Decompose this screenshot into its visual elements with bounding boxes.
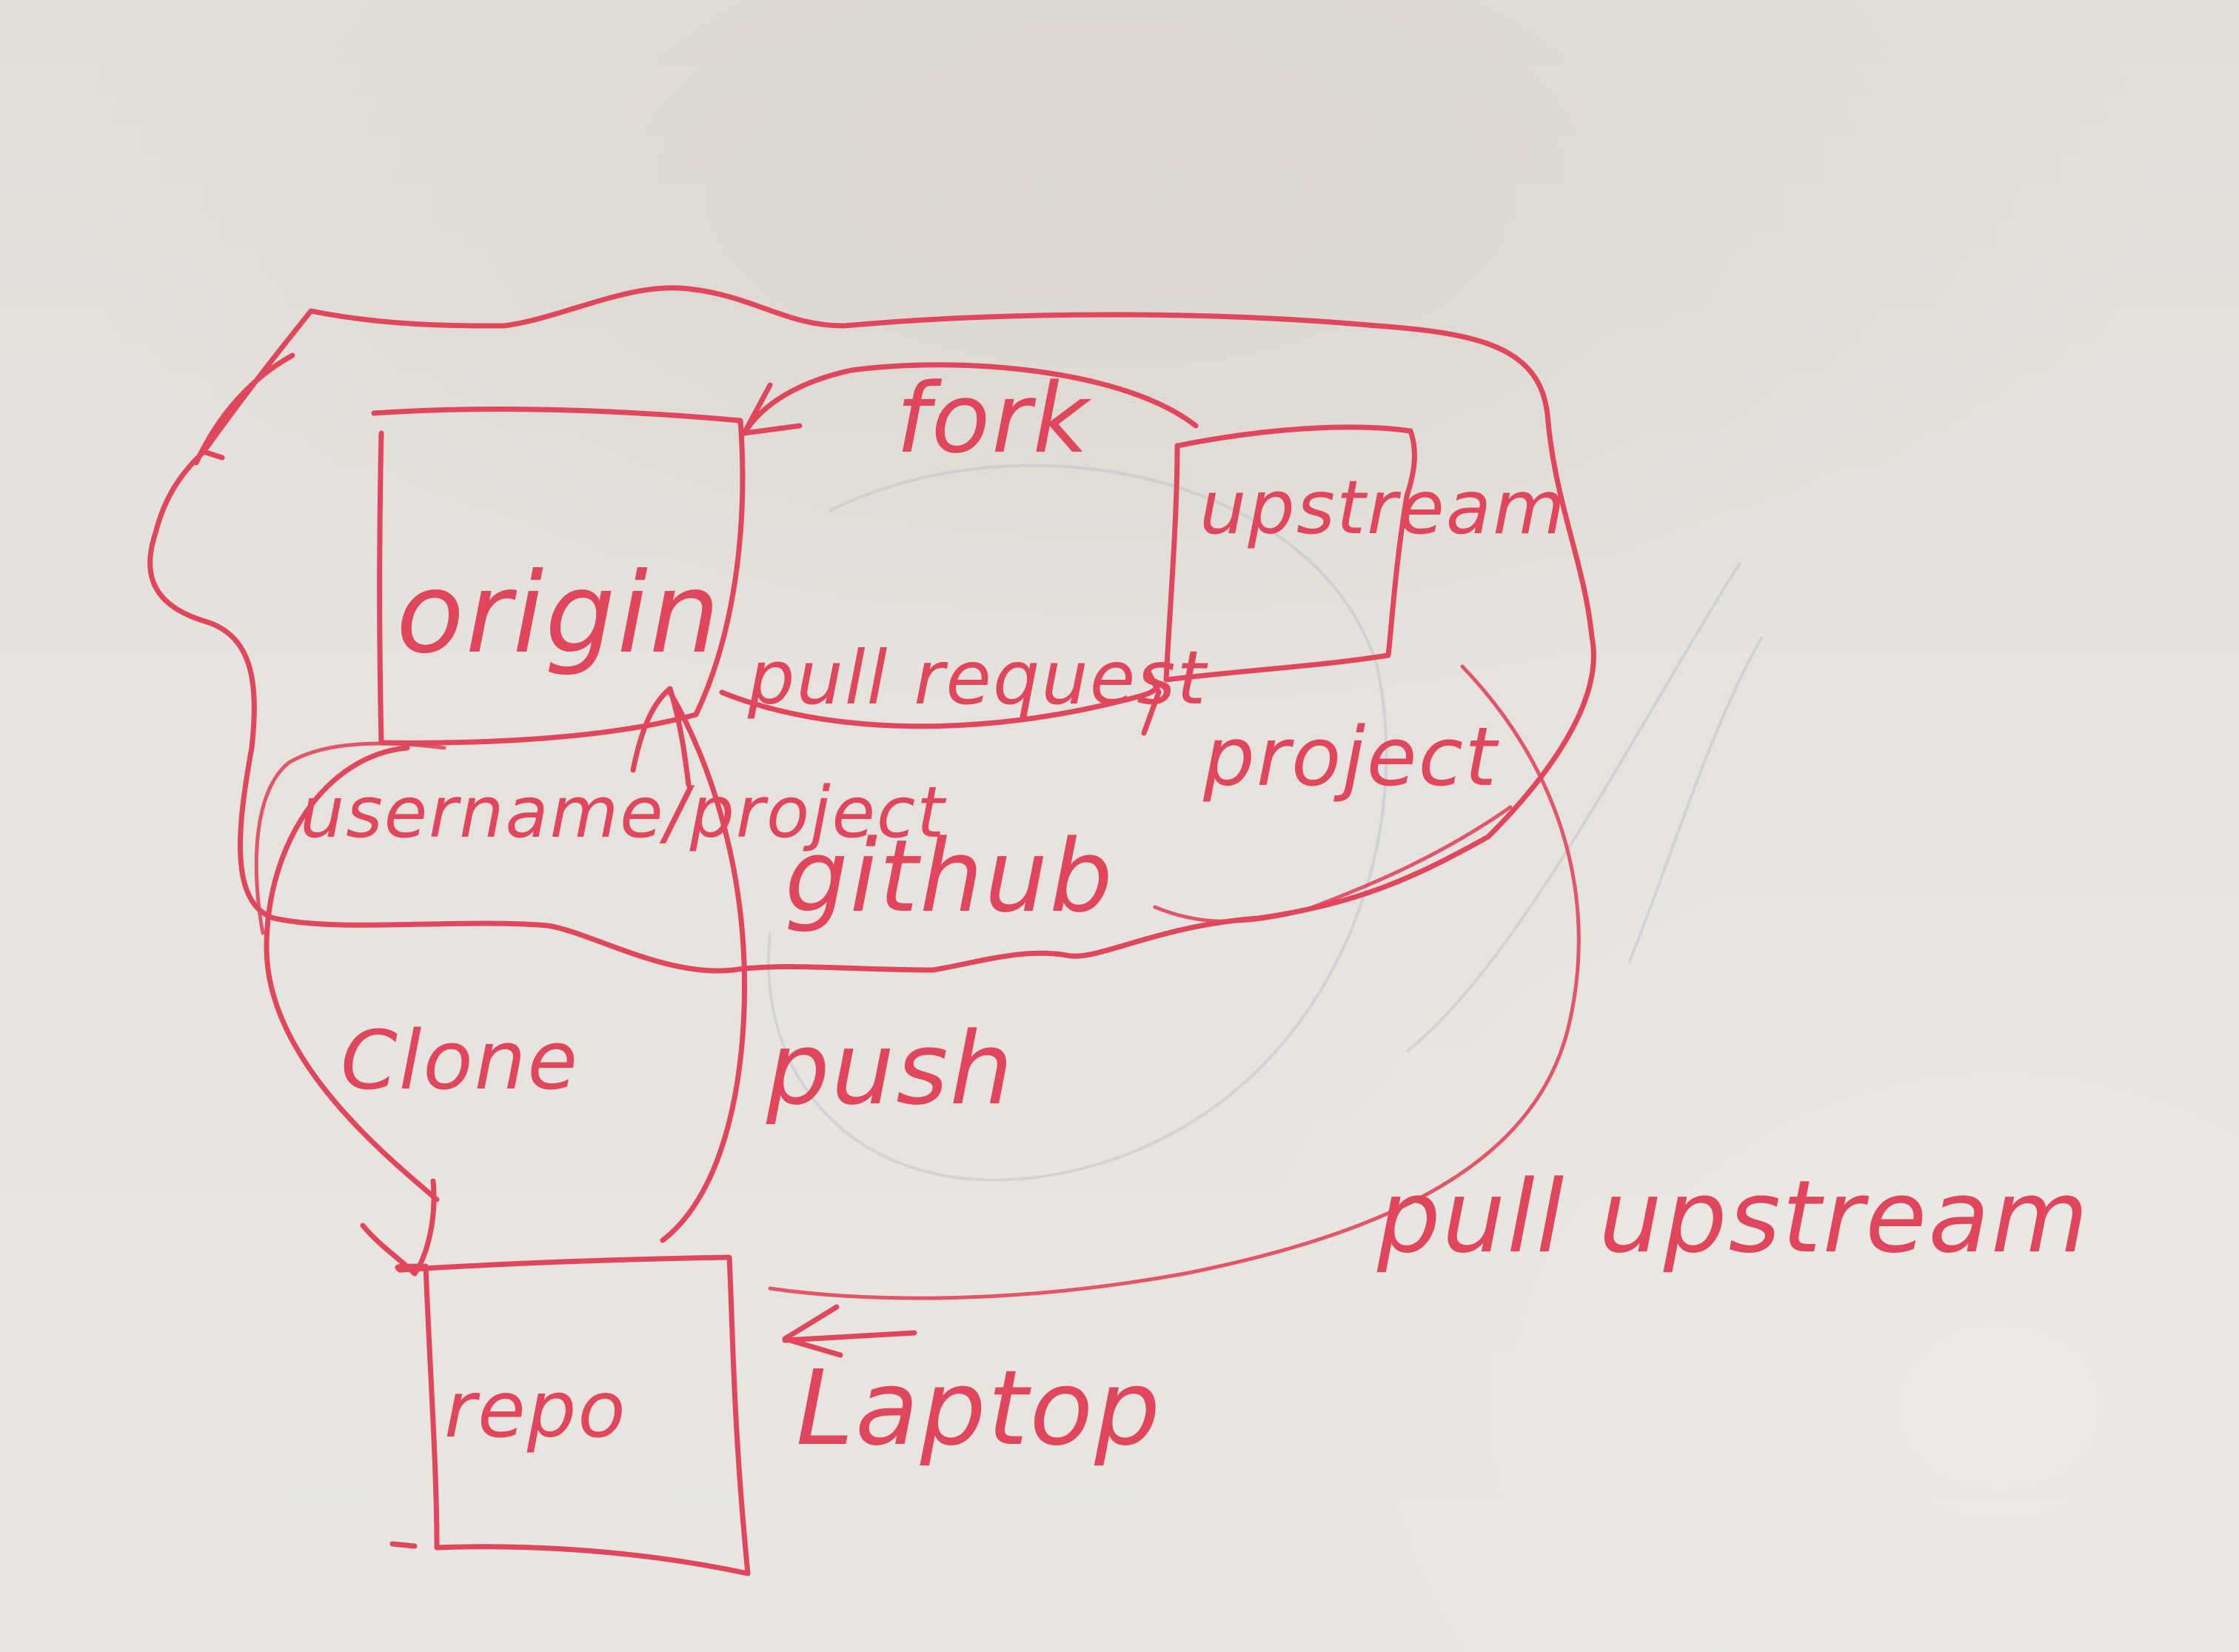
pull-request-arrow [719,667,1162,736]
fork-arrow [741,362,1199,436]
push-arrow [630,686,747,1243]
repo-label: repo [444,1365,627,1455]
upstream-box [1163,424,1417,683]
pull-upstream-label: pull upstream [1376,1159,2090,1275]
clone-arrow [264,745,440,1277]
username-project-label: username/project [300,772,947,854]
laptop-arrow [782,1304,917,1358]
pull-upstream-arrow [768,664,1581,1300]
erased-ghost-strokes [767,464,1764,1182]
github-cloud-outline [147,285,1596,974]
project-label: project [1202,709,1499,804]
fork-label: fork [896,362,1092,475]
clone-label: Clone [341,1013,579,1108]
origin-box [371,407,746,746]
cloud-tab [193,352,295,466]
origin-label: origin [396,549,721,678]
pull-request-label: pull request [747,635,1208,721]
upstream-label: upstream [1199,464,1567,551]
github-label: github [785,818,1114,934]
push-label: push [766,1011,1014,1127]
repo-box [389,1254,751,1576]
laptop-label: Laptop [796,1348,1162,1469]
